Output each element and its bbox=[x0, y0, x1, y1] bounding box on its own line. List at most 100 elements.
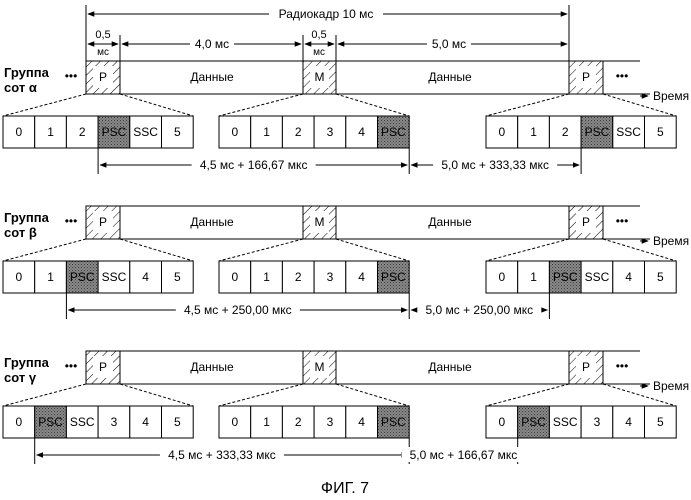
p-slot-label: P bbox=[582, 215, 590, 229]
slot-label: 1 bbox=[530, 270, 537, 284]
group-1: Группасот β Время ••• ••• Данные Данные P M P 0 1 P… bbox=[3, 206, 689, 319]
interval2-label: 5,0 мс + 333,33 мкс bbox=[441, 158, 549, 172]
data-segment-label: Данные bbox=[190, 215, 234, 229]
slot-label: SSC bbox=[102, 270, 127, 284]
psc-label: PSC bbox=[381, 270, 406, 284]
figure-caption: ФИГ. 7 bbox=[321, 480, 369, 497]
slot-label: 4 bbox=[142, 415, 149, 429]
slot-label: 0 bbox=[16, 125, 23, 139]
slot-label: 4 bbox=[358, 125, 365, 139]
p-slot-label: P bbox=[582, 360, 590, 374]
slot-label: SSC bbox=[585, 270, 610, 284]
slot-label: 0 bbox=[16, 270, 23, 284]
slot-label: 1 bbox=[263, 125, 270, 139]
interval2-label: 5,0 мс + 250,00 мкс bbox=[425, 303, 533, 317]
slot-label: 1 bbox=[263, 415, 270, 429]
data-segment-label: Данные bbox=[190, 70, 234, 84]
slot-label: 0 bbox=[232, 415, 239, 429]
ellipsis-left: ••• bbox=[65, 359, 78, 373]
m-slot-label: M bbox=[315, 70, 325, 84]
slot-label: SSC bbox=[616, 125, 641, 139]
psc-label: PSC bbox=[38, 415, 63, 429]
slot-label: 0 bbox=[499, 125, 506, 139]
slot-label: 0 bbox=[499, 415, 506, 429]
p-slot-label: P bbox=[99, 70, 107, 84]
m-slot-label: M bbox=[315, 215, 325, 229]
slot-label: 2 bbox=[562, 125, 569, 139]
time-axis-label: Время bbox=[653, 379, 689, 393]
group-label-line1: Группа bbox=[4, 210, 50, 225]
slot-label: 5 bbox=[174, 415, 181, 429]
group-label-line1: Группа bbox=[4, 65, 50, 80]
slot-label: 1 bbox=[47, 270, 54, 284]
group-0: Группасот αВремя••••••ДанныеДанныеPMP012… bbox=[3, 61, 689, 174]
slot-label: 3 bbox=[594, 415, 601, 429]
slot-label: 0 bbox=[16, 415, 23, 429]
slot-label: 4 bbox=[625, 270, 632, 284]
slot-label: 2 bbox=[295, 415, 302, 429]
data-segment-label: Данные bbox=[428, 360, 472, 374]
psc-label: PSC bbox=[102, 125, 127, 139]
group-label-line2: сот γ bbox=[4, 370, 37, 385]
seg-m-label: 0,5 bbox=[311, 29, 326, 41]
group-label-line2: сот β bbox=[4, 225, 37, 240]
cell-groups: Группасот αВремя••••••ДанныеДанныеPMP012… bbox=[3, 61, 689, 464]
interval2-label: 5,0 мс + 166,67 мкс bbox=[410, 448, 518, 462]
ellipsis-right: ••• bbox=[616, 69, 629, 83]
seg-data2-label: 5,0 мс bbox=[432, 37, 466, 51]
slot-label: 3 bbox=[327, 415, 334, 429]
data-segment-label: Данные bbox=[190, 360, 234, 374]
slot-label: 2 bbox=[295, 270, 302, 284]
slot-label: 3 bbox=[111, 415, 118, 429]
slot-label: 2 bbox=[295, 125, 302, 139]
time-axis-label: Время bbox=[653, 89, 689, 103]
interval1-label: 4,5 мс + 250,00 мкс bbox=[184, 303, 292, 317]
seg-data1-label: 4,0 мс bbox=[195, 37, 229, 51]
m-slot-label: M bbox=[315, 360, 325, 374]
seg-m-unit: мс bbox=[313, 47, 325, 58]
psc-label: PSC bbox=[521, 415, 546, 429]
data-segment-label: Данные bbox=[428, 70, 472, 84]
psc-label: PSC bbox=[585, 125, 610, 139]
ellipsis-right: ••• bbox=[616, 214, 629, 228]
p-slot-label: P bbox=[99, 360, 107, 374]
seg-p-label: 0,5 bbox=[95, 29, 110, 41]
slot-label: 5 bbox=[657, 415, 664, 429]
slot-label: 0 bbox=[232, 270, 239, 284]
interval1-label: 4,5 мс + 333,33 мкс bbox=[168, 448, 276, 462]
slot-label: 1 bbox=[530, 125, 537, 139]
p-slot-label: P bbox=[99, 215, 107, 229]
slot-label: 0 bbox=[232, 125, 239, 139]
ellipsis-left: ••• bbox=[65, 69, 78, 83]
slot-label: 5 bbox=[657, 270, 664, 284]
group-2: Группасот γ Время ••• ••• Данные Данные P M P 0 PS… bbox=[3, 351, 689, 464]
group-label-line1: Группа bbox=[4, 355, 50, 370]
radio-frame-label: Радиокадр 10 мс bbox=[279, 7, 374, 21]
interval1-label: 4,5 мс + 166,67 мкс bbox=[200, 158, 308, 172]
slot-label: SSC bbox=[133, 125, 158, 139]
time-axis-label: Время bbox=[653, 234, 689, 248]
p-slot-label: P bbox=[582, 70, 590, 84]
slot-label: 3 bbox=[327, 270, 334, 284]
ellipsis-left: ••• bbox=[65, 214, 78, 228]
frame-dimensions: Радиокадр 10 мс 0,5 мс 4,0 мс 0,5 мс 5,0… bbox=[86, 5, 569, 62]
slot-label: 5 bbox=[174, 125, 181, 139]
slot-label: 1 bbox=[47, 125, 54, 139]
psc-label: PSC bbox=[70, 270, 95, 284]
data-segment-label: Данные bbox=[428, 215, 472, 229]
slot-label: 5 bbox=[657, 125, 664, 139]
slot-label: 3 bbox=[327, 125, 334, 139]
slot-label: 4 bbox=[142, 270, 149, 284]
slot-label: 1 bbox=[263, 270, 270, 284]
slot-label: 4 bbox=[358, 270, 365, 284]
psc-label: PSC bbox=[381, 415, 406, 429]
psc-label: PSC bbox=[553, 270, 578, 284]
slot-label: SSC bbox=[553, 415, 578, 429]
slot-label: 4 bbox=[625, 415, 632, 429]
slot-label: 5 bbox=[174, 270, 181, 284]
ellipsis-right: ••• bbox=[616, 359, 629, 373]
slot-label: 0 bbox=[499, 270, 506, 284]
seg-p-unit: мс bbox=[97, 47, 109, 58]
psc-label: PSC bbox=[381, 125, 406, 139]
